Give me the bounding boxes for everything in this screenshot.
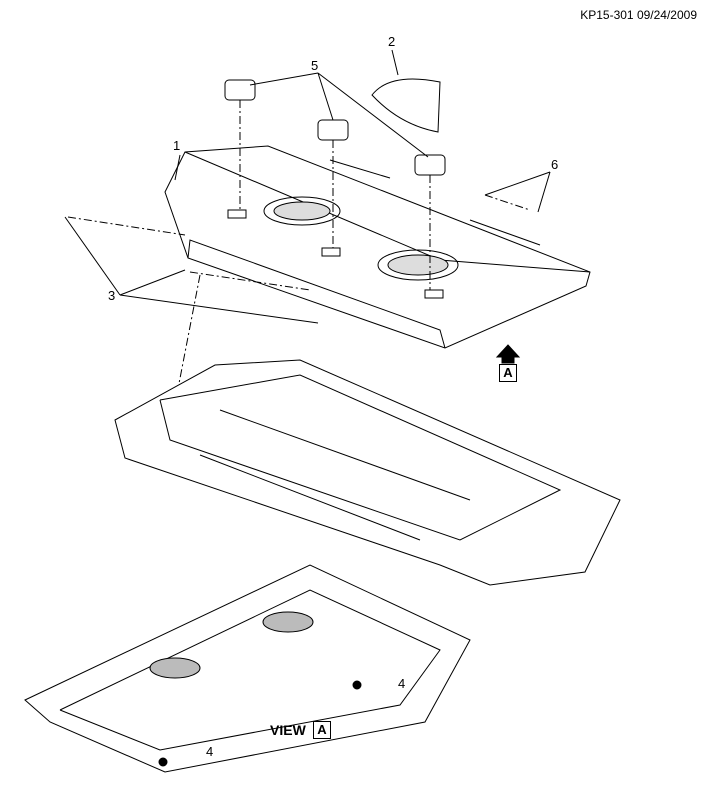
callout-4b: 4 — [206, 744, 214, 759]
view-direction-arrow — [495, 344, 521, 364]
view-label-letter: A — [313, 721, 331, 739]
cover-part — [371, 78, 441, 133]
callout-3: 3 — [108, 288, 116, 303]
rear-floor-panel — [114, 359, 621, 586]
callout-5: 5 — [311, 58, 319, 73]
drawing-id: KP15-301 09/24/2009 — [580, 8, 697, 22]
shelf-underside-view — [24, 564, 471, 773]
view-label: VIEW — [270, 722, 306, 738]
view-a-marker: A — [499, 364, 517, 382]
callout-4a: 4 — [398, 676, 406, 691]
callout-6: 6 — [551, 157, 559, 172]
package-shelf — [164, 145, 591, 349]
callout-1: 1 — [173, 138, 181, 153]
callout-2: 2 — [388, 34, 396, 49]
view-label-text: VIEW — [270, 722, 306, 738]
